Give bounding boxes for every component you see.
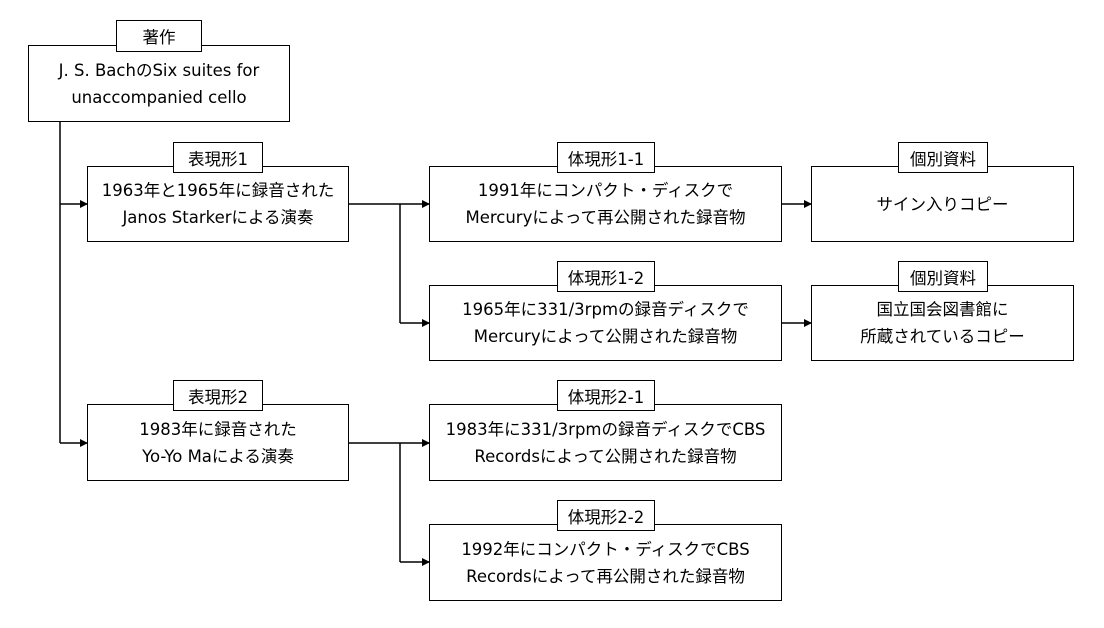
work-box: J. S. BachのSix suites for unaccompanied … — [28, 45, 290, 122]
manifestation-1-2-label: 体現形1-2 — [557, 261, 655, 292]
manifestation-1-1-line-1: 1991年にコンパクト・ディスクで — [477, 181, 734, 200]
manifestation-2-2-line-1: 1992年にコンパクト・ディスクでCBS — [461, 539, 750, 559]
expression-1-line-2: Janos Starkerによる演奏 — [122, 208, 314, 227]
item-2-line-2: 所蔵されているコピー — [860, 327, 1025, 346]
item-1-line-1: サイン入りコピー — [876, 194, 1009, 214]
expression-1-label: 表現形1 — [173, 142, 263, 173]
manifestation-2-1-box: 1983年に331/3rpmの録音ディスクでCBS Recordsによって公開さ… — [429, 404, 782, 481]
manifestation-2-1-line-2: Recordsによって公開された録音物 — [474, 446, 737, 466]
work-line-2: unaccompanied cello — [71, 87, 247, 107]
manifestation-2-2-box: 1992年にコンパクト・ディスクでCBS Recordsによって再公開された録音… — [429, 524, 782, 601]
expression-1-line-1: 1963年と1965年に録音された — [101, 181, 335, 200]
item-2-box: 国立国会図書館に 所蔵されているコピー — [811, 285, 1074, 361]
item-2-label: 個別資料 — [898, 261, 988, 292]
expression-2-line-1: 1983年に録音された — [139, 419, 297, 439]
work-line-1: J. S. BachのSix suites for — [58, 60, 260, 80]
expression-2-label: 表現形2 — [173, 380, 263, 411]
item-1-box: サイン入りコピー — [811, 166, 1074, 242]
item-2-line-1: 国立国会図書館に — [876, 300, 1009, 319]
manifestation-1-2-box: 1965年に331/3rpmの録音ディスクで Mercuryによって公開された録… — [429, 285, 782, 361]
item-1-label: 個別資料 — [898, 142, 988, 173]
manifestation-2-2-label: 体現形2-2 — [557, 500, 655, 531]
manifestation-2-2-line-2: Recordsによって再公開された録音物 — [466, 566, 745, 586]
manifestation-1-2-line-2: Mercuryによって公開された録音物 — [473, 327, 738, 346]
manifestation-1-1-box: 1991年にコンパクト・ディスクで Mercuryによって再公開された録音物 — [429, 166, 782, 242]
expression-1-box: 1963年と1965年に録音された Janos Starkerによる演奏 — [87, 166, 349, 242]
work-label: 著作 — [116, 20, 202, 52]
expression-2-line-2: Yo-Yo Maによる演奏 — [142, 446, 294, 466]
manifestation-2-1-label: 体現形2-1 — [557, 380, 655, 411]
manifestation-1-2-line-1: 1965年に331/3rpmの録音ディスクで — [462, 300, 749, 319]
expression-2-box: 1983年に録音された Yo-Yo Maによる演奏 — [87, 404, 349, 481]
manifestation-1-1-label: 体現形1-1 — [557, 142, 655, 173]
manifestation-1-1-line-2: Mercuryによって再公開された録音物 — [465, 208, 746, 227]
manifestation-2-1-line-1: 1983年に331/3rpmの録音ディスクでCBS — [445, 419, 766, 439]
